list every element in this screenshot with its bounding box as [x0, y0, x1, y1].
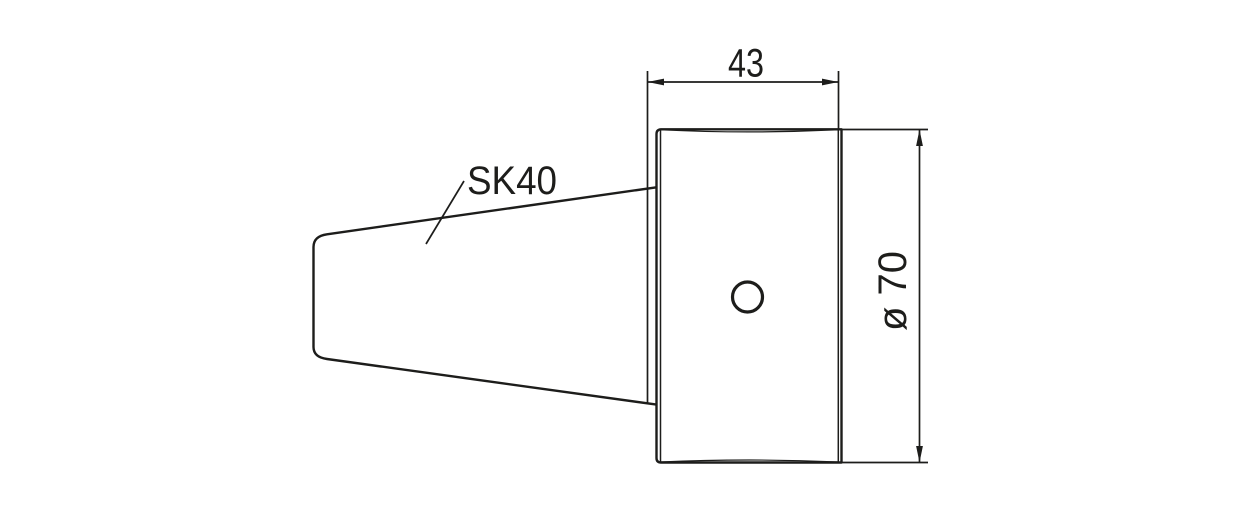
taper-label-text: SK40 [467, 159, 557, 203]
diameter-arrow-top-icon [916, 129, 923, 146]
diameter-dim-text: ø 70 [871, 251, 915, 331]
diameter-dimension: ø 70 [841, 128, 928, 464]
flange-body-outline [655, 128, 843, 464]
flange-top-crown-edge [660, 129, 839, 133]
width-arrow-left-icon [647, 78, 664, 86]
width-dimension: 43 [647, 42, 840, 129]
taper-leader-line [425, 180, 465, 245]
width-dim-text: 43 [728, 42, 764, 86]
taper-cone-outline [312, 186, 657, 406]
width-arrow-right-icon [822, 78, 839, 86]
flange-bottom-crown-edge [660, 459, 839, 463]
diameter-arrow-bottom-icon [916, 446, 923, 463]
flange-hole-circle [730, 280, 765, 314]
taper-label: SK40 [425, 159, 557, 245]
